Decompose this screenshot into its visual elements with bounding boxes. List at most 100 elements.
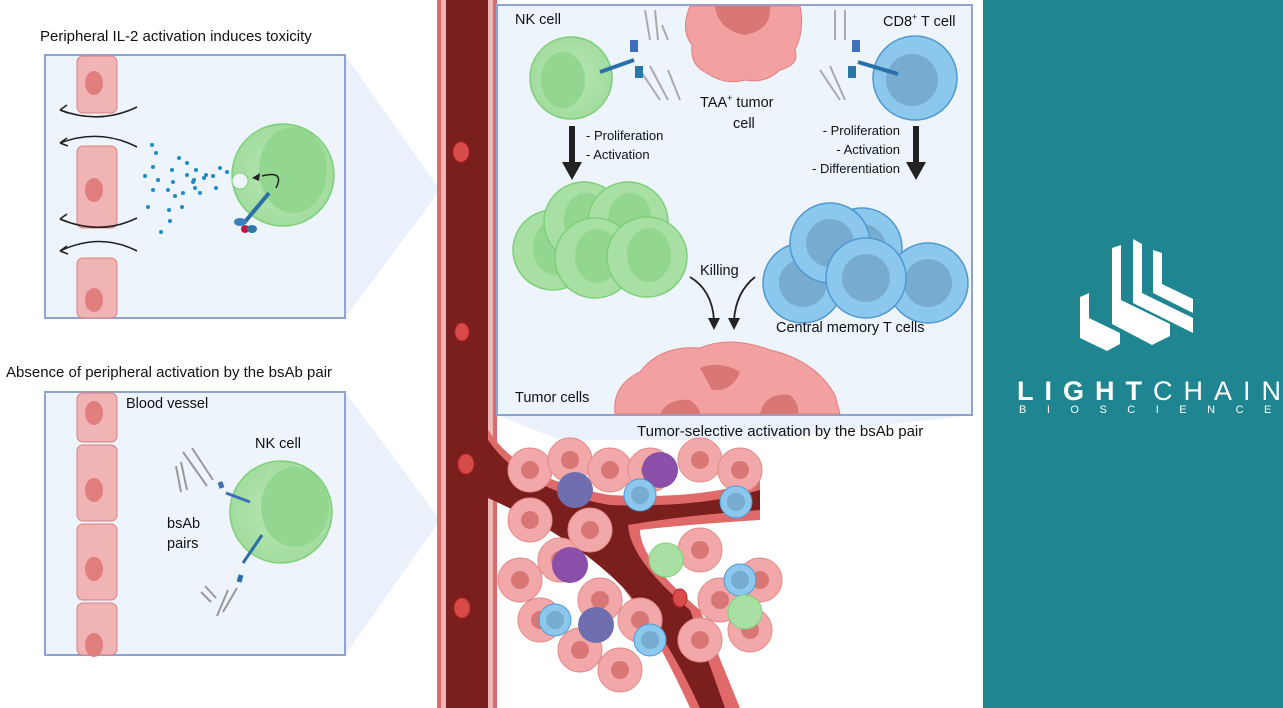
il2-dot xyxy=(204,173,208,177)
t-cell xyxy=(538,603,572,637)
tumor-cell xyxy=(677,617,723,663)
il2-dot xyxy=(170,168,174,172)
il2-dot xyxy=(156,178,160,182)
endothelial-cells xyxy=(76,55,118,319)
nk-cell-right xyxy=(529,36,635,120)
panel-title-peripheral-il2: Peripheral IL-2 activation induces toxic… xyxy=(40,28,312,45)
nk-cell-top xyxy=(231,123,335,233)
cd8-suffix: T cell xyxy=(917,13,956,30)
il2-dot xyxy=(225,170,229,174)
taa-tumor-label-line2: cell xyxy=(733,116,755,132)
il2-dot xyxy=(211,174,215,178)
killing-label: Killing xyxy=(700,263,739,279)
panel-caption-tumor-selective: Tumor-selective activation by the bsAb p… xyxy=(637,423,924,440)
tumor-cell xyxy=(677,527,723,573)
tumor-cell xyxy=(717,447,763,493)
bsab-label-line1: bsAb xyxy=(167,516,201,532)
il2-dot xyxy=(159,230,163,234)
nk-effect-1: - Activation xyxy=(586,147,650,162)
t-effect-1: - Activation xyxy=(836,142,900,157)
blood-vessel-label: Blood vessel xyxy=(126,396,209,412)
nk-cell-label-bottom: NK cell xyxy=(255,436,301,452)
brand-subtitle: BIOSCIENCE xyxy=(1019,404,1283,416)
antibodies-left xyxy=(630,9,681,101)
dendritic-cell xyxy=(578,607,614,643)
il2-dot xyxy=(150,143,154,147)
nk-cell-cluster xyxy=(512,181,688,299)
bsab-pair-lower xyxy=(200,534,264,617)
il2-dot xyxy=(218,166,222,170)
t-cell xyxy=(633,623,667,657)
il2-dot xyxy=(185,173,189,177)
tumor-cells-label: Tumor cells xyxy=(515,390,590,406)
panel-tumor-selective xyxy=(496,4,973,416)
tumor-cell xyxy=(497,557,543,603)
il2-dot xyxy=(193,186,197,190)
tumor-cell xyxy=(547,437,593,483)
taa-prefix: TAA xyxy=(700,94,728,111)
il2-dot xyxy=(185,161,189,165)
tumor-cell xyxy=(507,447,553,493)
dendritic-cell xyxy=(642,452,678,488)
nk-cell-tme xyxy=(648,542,684,578)
il2-dot xyxy=(166,188,170,192)
t-cell xyxy=(719,485,753,519)
dendritic-cell xyxy=(552,547,588,583)
taa-tumor-label-line1: TAA+ tumor xyxy=(700,93,773,111)
il2-cytokine-dots xyxy=(143,143,229,234)
il2-dot xyxy=(167,208,171,212)
memory-t-cell-cluster xyxy=(762,202,969,324)
leak-arrows xyxy=(59,104,138,255)
tumor-cell xyxy=(507,497,553,543)
tumor-cell xyxy=(677,437,723,483)
brand-name-bold: LIGHT xyxy=(1017,376,1153,406)
nk-effect-0: - Proliferation xyxy=(586,128,664,143)
brand-name-light: CHAIN xyxy=(1153,376,1283,406)
panel-peripheral-il2 xyxy=(44,54,346,319)
il2-dot xyxy=(181,191,185,195)
panel-peripheral-bsab xyxy=(44,391,346,657)
callout-wedge-right xyxy=(497,415,972,440)
il2-dot xyxy=(168,219,172,223)
cd8-superscript: + xyxy=(912,12,918,22)
killing-arrows xyxy=(689,276,756,330)
il2-dot xyxy=(192,178,196,182)
il2-dot xyxy=(151,165,155,169)
tumor-cell xyxy=(597,647,643,693)
blood-vessel-cells xyxy=(76,392,118,657)
nk-cell-bottom xyxy=(229,460,333,564)
il2-dot xyxy=(146,205,150,209)
proliferation-arrow-t xyxy=(906,126,926,180)
t-effect-0: - Proliferation xyxy=(822,123,900,138)
tumor-cells xyxy=(614,341,841,415)
dendritic-cell xyxy=(557,472,593,508)
il2-dot xyxy=(202,176,206,180)
taa-suffix: tumor xyxy=(732,94,774,111)
il2-dot xyxy=(151,188,155,192)
t-cell xyxy=(623,478,657,512)
il2-dot xyxy=(173,194,177,198)
il2-dot xyxy=(180,205,184,209)
il2-dot xyxy=(198,191,202,195)
il2-dot xyxy=(177,156,181,160)
nk-cell xyxy=(606,216,688,298)
taa-superscript: + xyxy=(727,93,733,103)
bsab-label-line2: pairs xyxy=(167,536,199,552)
il2-dot xyxy=(154,151,158,155)
callout-wedge-top xyxy=(345,55,440,318)
memory-t-cell xyxy=(825,237,907,319)
t-effect-2: - Differentiation xyxy=(812,161,900,176)
callout-wedge-bottom xyxy=(345,392,440,655)
il2-dot xyxy=(194,168,198,172)
cd8-label-text: CD8 xyxy=(883,13,913,30)
proliferation-arrow-nk xyxy=(562,126,582,180)
bsab-pair-upper xyxy=(175,447,251,504)
t-cell xyxy=(723,563,757,597)
nk-cell-label-right: NK cell xyxy=(515,12,561,28)
tumor-cell xyxy=(567,507,613,553)
central-memory-label: Central memory T cells xyxy=(776,320,925,336)
il2-dot xyxy=(214,186,218,190)
brand-name: LIGHTCHAIN xyxy=(1017,376,1283,407)
antibodies-right xyxy=(819,10,860,101)
